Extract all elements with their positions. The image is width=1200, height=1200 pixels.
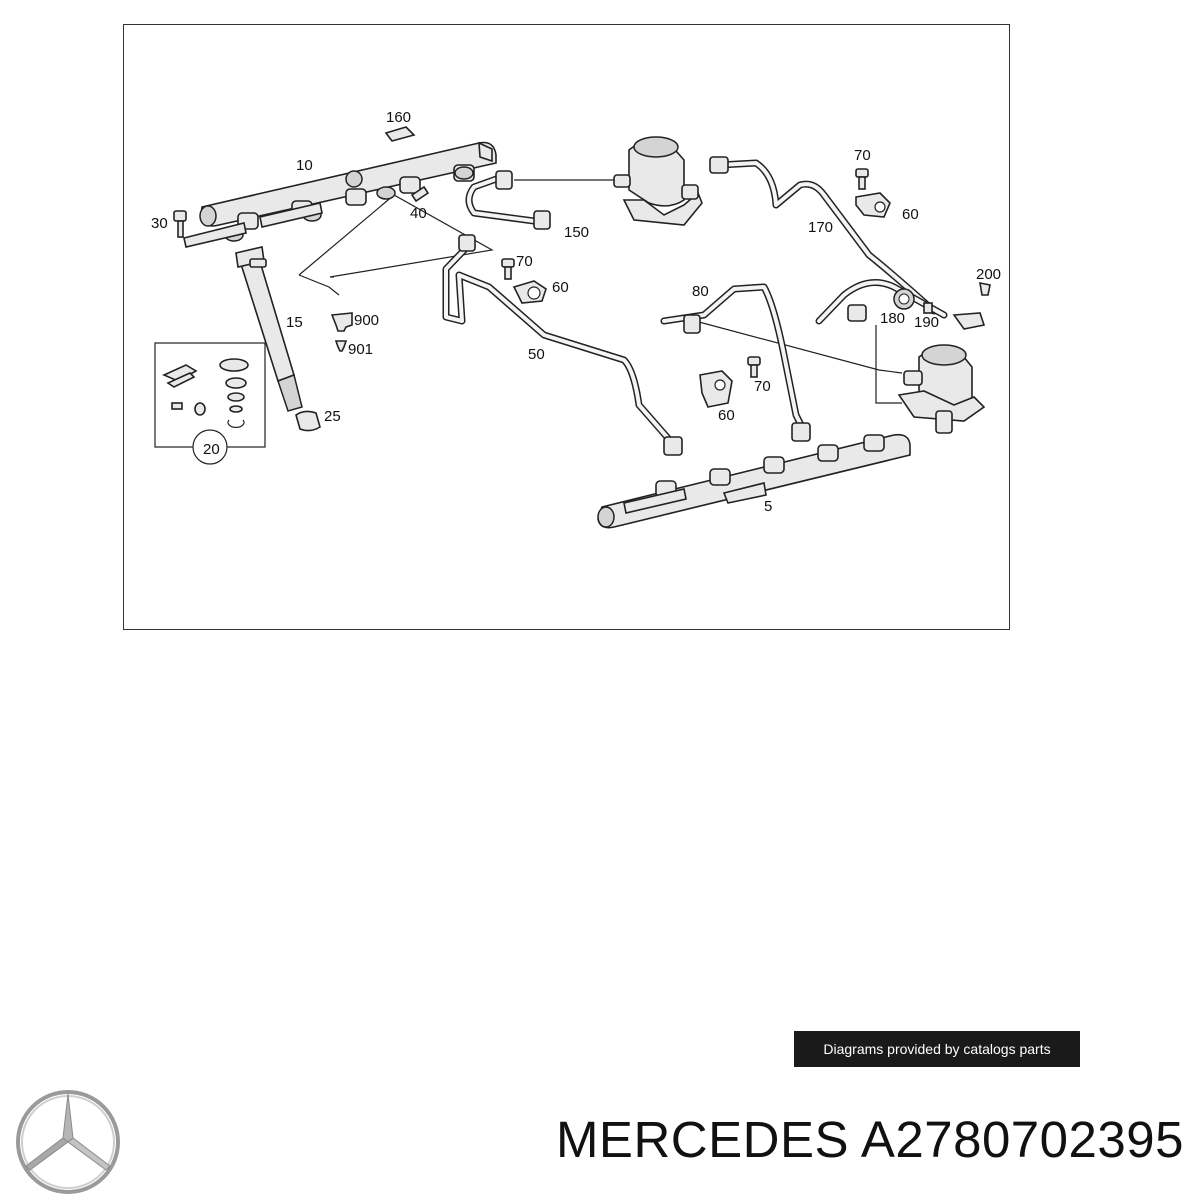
label-180: 180 [880, 310, 905, 327]
label-50: 50 [528, 346, 545, 363]
fuel-injector [235, 246, 303, 412]
parts-diagram: 160 10 30 40 150 70 60 170 70 60 200 180… [123, 24, 1010, 630]
fuel-rail-lower [597, 433, 911, 529]
label-25: 25 [324, 408, 341, 425]
bolt-bracket-lower [699, 356, 761, 408]
label-70-right: 70 [854, 147, 871, 164]
label-900: 900 [354, 312, 379, 329]
label-5: 5 [764, 498, 772, 515]
label-190: 190 [914, 314, 939, 331]
label-160: 160 [386, 109, 411, 126]
label-10: 10 [296, 157, 313, 174]
label-60-lower: 60 [718, 407, 735, 424]
high-pressure-line-170 [709, 156, 938, 315]
plug [330, 312, 353, 332]
label-30: 30 [151, 215, 168, 232]
label-170: 170 [808, 219, 833, 236]
injector-seal [295, 410, 321, 432]
exploded-view-drawing: 160 10 30 40 150 70 60 170 70 60 200 180… [151, 109, 1001, 529]
high-pressure-line-50 [442, 234, 683, 456]
callout-circle [192, 429, 228, 465]
bolt-bracket-right [855, 168, 891, 218]
high-pressure-line-150 [465, 170, 551, 230]
credit-text: Diagrams provided by catalogs parts [823, 1041, 1051, 1057]
label-150: 150 [564, 224, 589, 241]
seal-plug [334, 340, 348, 352]
injector-seal-kit [154, 342, 266, 465]
label-70-lower: 70 [754, 378, 771, 395]
label-40: 40 [410, 205, 427, 222]
high-pressure-pump-upper [613, 136, 703, 226]
retaining-clip [410, 185, 430, 203]
high-pressure-pump-lower [897, 344, 986, 434]
fuel-rail-upper [183, 141, 497, 248]
label-200: 200 [976, 266, 1001, 283]
part-title: MERCEDES A2780702395 [555, 1111, 1184, 1168]
fittings-right [815, 279, 991, 330]
label-901: 901 [348, 341, 373, 358]
label-15: 15 [286, 314, 303, 331]
label-20: 20 [203, 441, 220, 458]
callout-labels: 160 10 30 40 150 70 60 170 70 60 200 180… [151, 109, 1001, 515]
label-60-right: 60 [902, 206, 919, 223]
bolt-bracket-middle [501, 258, 547, 304]
label-80: 80 [692, 283, 709, 300]
label-70-middle: 70 [516, 253, 533, 270]
high-pressure-line-80 [660, 283, 811, 442]
bolt [173, 210, 187, 238]
clip-bracket [384, 126, 416, 142]
label-60-middle: 60 [552, 279, 569, 296]
credit-banner: Diagrams provided by catalogs parts [794, 1031, 1080, 1067]
three-pointed-star-icon [16, 1090, 120, 1194]
leader-lines [298, 179, 903, 404]
